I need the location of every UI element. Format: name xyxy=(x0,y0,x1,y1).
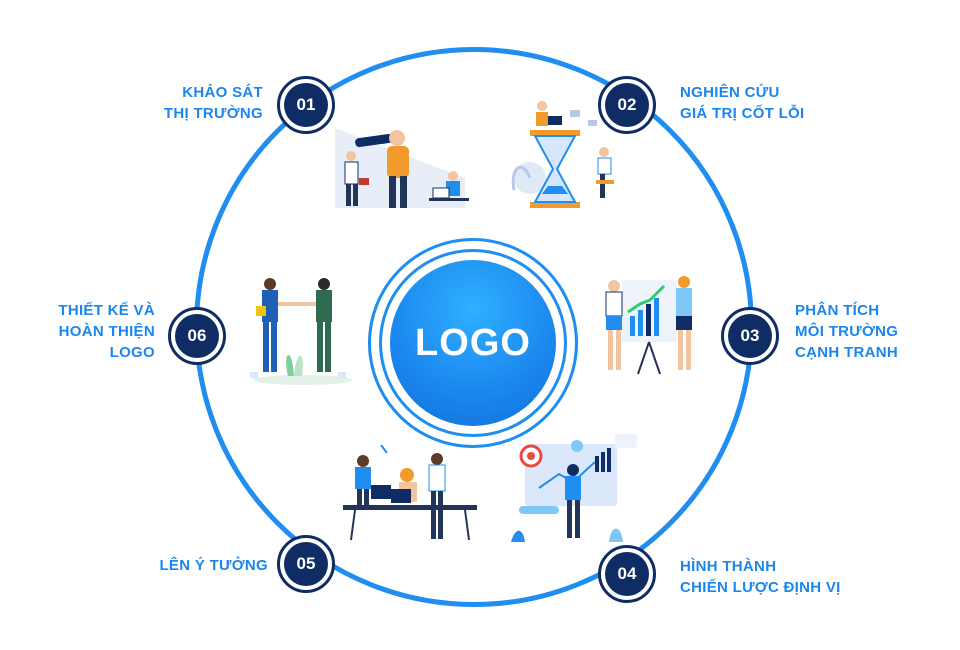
step-label-03-line-1: PHÂN TÍCH xyxy=(795,302,880,319)
step-label-04-line-1: HÌNH THÀNH xyxy=(680,558,777,575)
step-badge-06: 06 xyxy=(168,307,226,365)
step-badge-02: 02 xyxy=(598,76,656,134)
step-number-06: 06 xyxy=(175,314,219,358)
logo-inner-ring xyxy=(379,249,567,437)
step-label-03-line-3: CẠNH TRANH xyxy=(795,344,898,361)
step-label-01-line-1: KHẢO SÁT xyxy=(182,84,263,101)
telescope-team-illustration xyxy=(335,128,469,208)
step-number-03: 03 xyxy=(728,314,772,358)
step-label-03: PHÂN TÍCH MÔI TRƯỜNG CẠNH TRANH xyxy=(795,300,898,363)
step-label-03-line-2: MÔI TRƯỜNG xyxy=(795,323,899,340)
hourglass-research-illustration xyxy=(511,101,614,208)
step-label-01: KHẢO SÁT THỊ TRƯỜNG xyxy=(164,82,263,124)
step-badge-05: 05 xyxy=(277,535,335,593)
presentation-chart-illustration xyxy=(605,276,692,375)
step-number-04: 04 xyxy=(605,552,649,596)
step-badge-01: 01 xyxy=(277,76,335,134)
step-label-04: HÌNH THÀNH CHIẾN LƯỢC ĐỊNH VỊ xyxy=(680,556,841,598)
step-label-06-line-1: THIẾT KẾ VÀ xyxy=(58,302,155,319)
step-number-02: 02 xyxy=(605,83,649,127)
step-badge-03: 03 xyxy=(721,307,779,365)
step-label-06-line-2: HOÀN THIỆN xyxy=(58,323,155,340)
step-label-04-line-2: CHIẾN LƯỢC ĐỊNH VỊ xyxy=(680,579,841,596)
step-number-01: 01 xyxy=(284,83,328,127)
step-label-02-line-2: GIÁ TRỊ CỐT LỖI xyxy=(680,105,805,122)
step-label-01-line-2: THỊ TRƯỜNG xyxy=(163,105,263,122)
step-number-05: 05 xyxy=(284,542,328,586)
step-label-02-line-1: NGHIÊN CỨU xyxy=(680,84,780,101)
step-label-05-line-1: LÊN Ý TƯỞNG xyxy=(159,557,268,574)
step-label-06: THIẾT KẾ VÀ HOÀN THIỆN LOGO xyxy=(58,300,155,363)
logo-circle: LOGO xyxy=(390,260,556,426)
step-label-06-line-3: LOGO xyxy=(109,344,155,361)
strategy-board-illustration xyxy=(511,434,637,542)
handshake-illustration xyxy=(250,278,353,385)
step-label-05: LÊN Ý TƯỞNG xyxy=(159,555,268,576)
step-label-02: NGHIÊN CỨU GIÁ TRỊ CỐT LỖI xyxy=(680,82,805,124)
logo-text: LOGO xyxy=(415,321,531,364)
brainstorm-table-illustration xyxy=(343,445,477,541)
logo-outer-ring xyxy=(368,238,578,448)
step-badge-04: 04 xyxy=(598,545,656,603)
